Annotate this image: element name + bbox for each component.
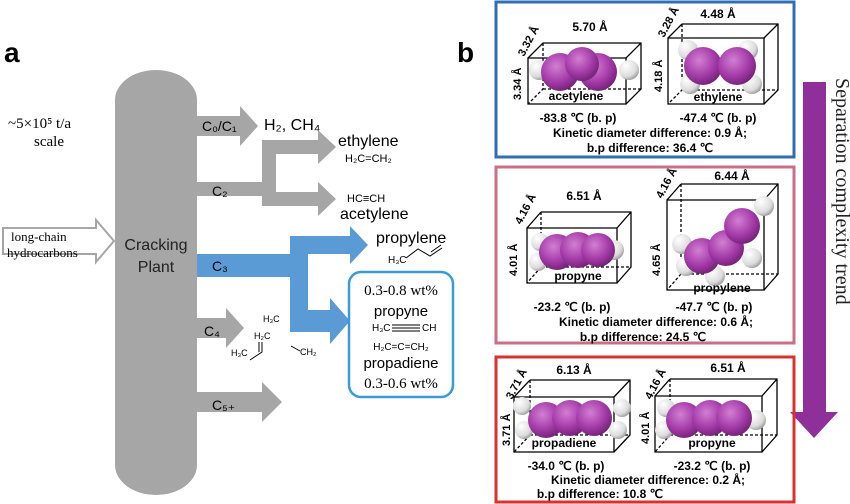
box-propadiene-formula: H₂C=C=CH₂: [373, 342, 429, 353]
box2-m1-bp: -23.2 ℃ (b. p): [534, 300, 611, 314]
box1-m2-name: ethylene: [694, 90, 743, 104]
propylene-label: propylene: [376, 230, 446, 247]
feed-arrow: [2, 217, 116, 265]
box1-m1-top: 5.70 Å: [572, 19, 608, 34]
box3-m1-bp: -34.0 ℃ (b. p): [528, 459, 605, 473]
box2-m2-side: 4.65 Å: [650, 244, 663, 276]
box1-bpd: b.p difference: 36.4 ℃: [587, 141, 713, 155]
box2-m2-name: propylene: [693, 281, 751, 295]
c5-label: C₅₊: [212, 397, 235, 413]
c3-mix-arrow: [290, 298, 350, 344]
feed-line1: long-chain: [11, 229, 67, 244]
propylene-bonds: [405, 247, 443, 259]
cracking-plant-column: [115, 70, 197, 495]
box3-frame: [494, 355, 796, 504]
box3-bpd: b.p difference: 10.8 ℃: [537, 487, 663, 501]
ethylene-label: ethylene: [338, 133, 399, 150]
box-propyne-formula2: CH: [422, 323, 436, 334]
c2-vertical: [262, 140, 276, 206]
c4-bonds: [249, 342, 263, 361]
box2-m2-top: 6.44 Å: [714, 168, 750, 183]
box3-m2-side: 4.01 Å: [639, 412, 652, 444]
box2-m1-top: 6.51 Å: [566, 188, 602, 203]
box3-kd: Kinetic diameter difference: 0.2 Å;: [551, 472, 745, 487]
ethylene-formula: H₂C=CH₂: [345, 153, 392, 165]
box1-m1-name: acetylene: [549, 89, 604, 103]
box-propyne-formula: H₃C: [372, 323, 391, 334]
c4-label: C₄: [204, 323, 220, 339]
box3-molecule1: [513, 397, 631, 439]
propylene-formula: H₃C: [388, 255, 407, 266]
c2-acetylene-arrow: [262, 182, 336, 216]
box-wt2: 0.3-0.6 wt%: [364, 376, 438, 392]
c4-arrow: [197, 308, 244, 348]
c4-ch2: CH₂: [300, 347, 317, 357]
box2-bpd: b.p difference: 24.5 ℃: [580, 330, 706, 344]
scale-line2: scale: [34, 134, 64, 150]
plant-line2: Plant: [138, 259, 175, 276]
box2-m1-name: propyne: [554, 269, 602, 283]
box-wt1: 0.3-0.8 wt%: [364, 283, 438, 299]
box1-m2-side: 4.18 Å: [652, 60, 665, 92]
box-propyne: propyne: [374, 303, 428, 320]
c4-h2c: H₂C: [254, 331, 271, 341]
box1-molecule2: [678, 40, 762, 94]
box3-m1-name: propadiene: [532, 436, 597, 450]
box3-m2-top: 6.51 Å: [710, 360, 746, 375]
trend-label: Separation complexity trend: [831, 78, 850, 305]
box1-molecule1: [529, 47, 639, 91]
box2-kd: Kinetic diameter difference: 0.6 Å;: [559, 314, 753, 329]
box1-m1-side: 3.34 Å: [511, 68, 524, 100]
panel-b-label: b: [457, 37, 474, 68]
box2-molecule2: [672, 196, 774, 286]
acetylene-label: acetylene: [340, 206, 409, 223]
c2-label: C₂: [212, 183, 228, 199]
c3-vertical: [290, 242, 308, 318]
trend-arrow: [790, 82, 838, 438]
box1-m2-bp: -47.4 ℃ (b. p): [680, 111, 757, 125]
box2-frame: [494, 165, 796, 345]
c2-ethylene-arrow: [262, 130, 336, 164]
propylene-double-bond: [430, 244, 442, 253]
c3-propylene-arrow: [290, 226, 368, 264]
c0c1-arrow: [197, 106, 258, 146]
acetylene-formula: HC≡CH: [347, 193, 385, 205]
c3-label: C₃: [212, 258, 228, 274]
scale-line1: ~5×10⁵ t/a: [8, 116, 71, 132]
c4-h3c-bottom: H₃C: [231, 348, 248, 358]
box3-m1-top: 6.13 Å: [556, 362, 592, 377]
c0c1-label: C₀/C₁: [202, 118, 237, 134]
box-propadiene: propadiene: [363, 355, 438, 372]
box1-m2-diag: 3.28 Å: [655, 5, 682, 40]
box3-m2-bp: -23.2 ℃ (b. p): [674, 459, 751, 473]
box1-m1-diag: 3.32 Å: [515, 24, 542, 59]
box2-m2-bp: -47.7 ℃ (b. p): [676, 300, 753, 314]
c3-stem: [197, 254, 290, 277]
box1-kd: Kinetic diameter difference: 0.9 Å;: [553, 125, 747, 140]
box1-m1-bp: -83.8 ℃ (b. p): [540, 111, 617, 125]
c4-double2: [290, 345, 301, 352]
box2-m1-diag: 4.16 Å: [512, 192, 539, 227]
box1-frame: [494, 0, 796, 159]
feed-line2: hydrocarbons: [7, 245, 78, 260]
box3-m2-name: propyne: [688, 436, 736, 450]
box2-m1-side: 4.01 Å: [507, 244, 520, 276]
box2-m2-diag: 4.16 Å: [653, 166, 680, 201]
c5-arrow: [197, 382, 282, 422]
c2-stem: [197, 182, 262, 196]
box2-molecule1: [529, 232, 624, 271]
h2ch4-label: H₂, CH₄: [264, 117, 320, 134]
box1-m2-top: 4.48 Å: [700, 6, 736, 21]
box3-molecule2: [655, 399, 766, 439]
plant-line1: Cracking: [124, 237, 187, 254]
panel-a-label: a: [4, 37, 20, 68]
c3-mixture-box: [347, 270, 455, 399]
box3-m1-side: 3.71 Å: [500, 414, 513, 446]
c4-h3c-top: H₃C: [263, 314, 280, 324]
